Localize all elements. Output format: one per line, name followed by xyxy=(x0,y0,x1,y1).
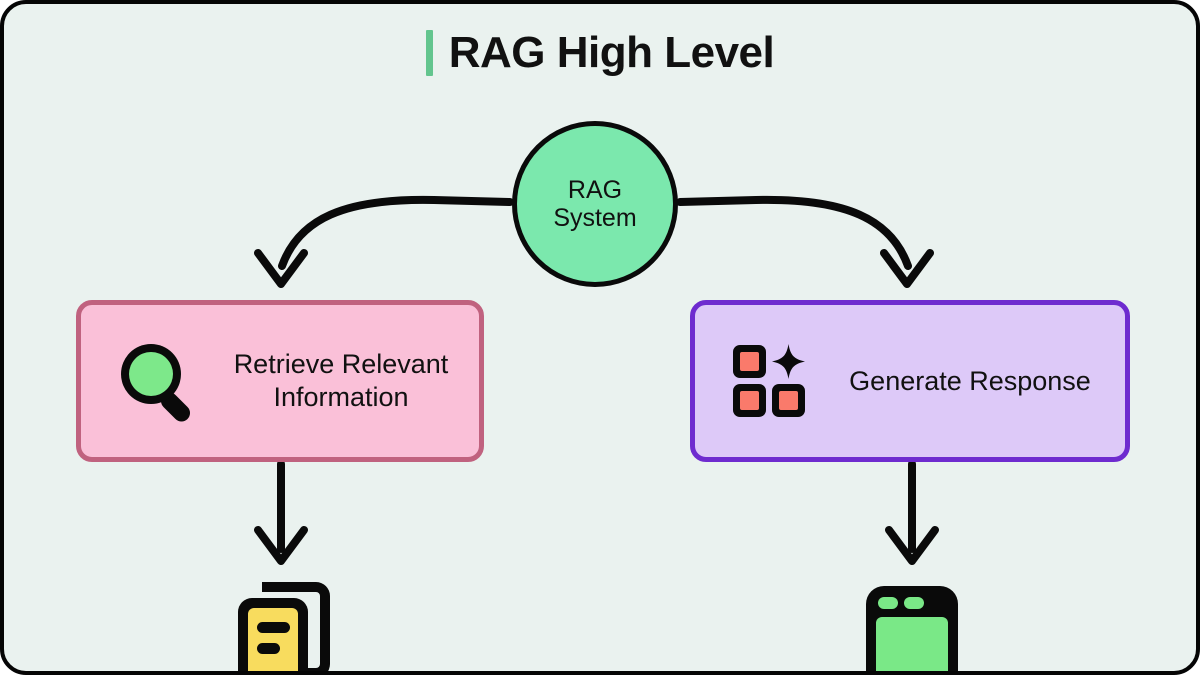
node-rag-system-label-line2: System xyxy=(553,204,637,232)
node-generate-label: Generate Response xyxy=(849,365,1091,396)
diagram-title: RAG High Level xyxy=(4,30,1196,76)
browser-window-icon xyxy=(866,586,958,671)
connector-retrieve-to-documents xyxy=(254,460,308,565)
node-retrieve-label-line2: Information xyxy=(273,382,409,412)
documents-icon xyxy=(238,582,330,671)
title-accent-bar xyxy=(425,30,433,76)
node-retrieve-label: Retrieve Relevant Information xyxy=(217,348,479,414)
node-generate-response[interactable]: Generate Response xyxy=(690,300,1130,462)
node-rag-system[interactable]: RAG System xyxy=(512,121,678,287)
connector-root-to-retrieve xyxy=(254,195,514,288)
node-rag-system-label-line1: RAG xyxy=(567,176,623,204)
connector-generate-to-browser xyxy=(885,460,939,565)
page-title: RAG High Level xyxy=(448,28,775,77)
sparkle-grid-icon xyxy=(733,344,805,417)
node-retrieve-label-line1: Retrieve Relevant xyxy=(233,349,449,380)
node-retrieve-relevant-information[interactable]: Retrieve Relevant Information xyxy=(76,300,484,462)
connector-root-to-generate xyxy=(676,195,934,288)
magnifier-icon xyxy=(121,344,191,422)
